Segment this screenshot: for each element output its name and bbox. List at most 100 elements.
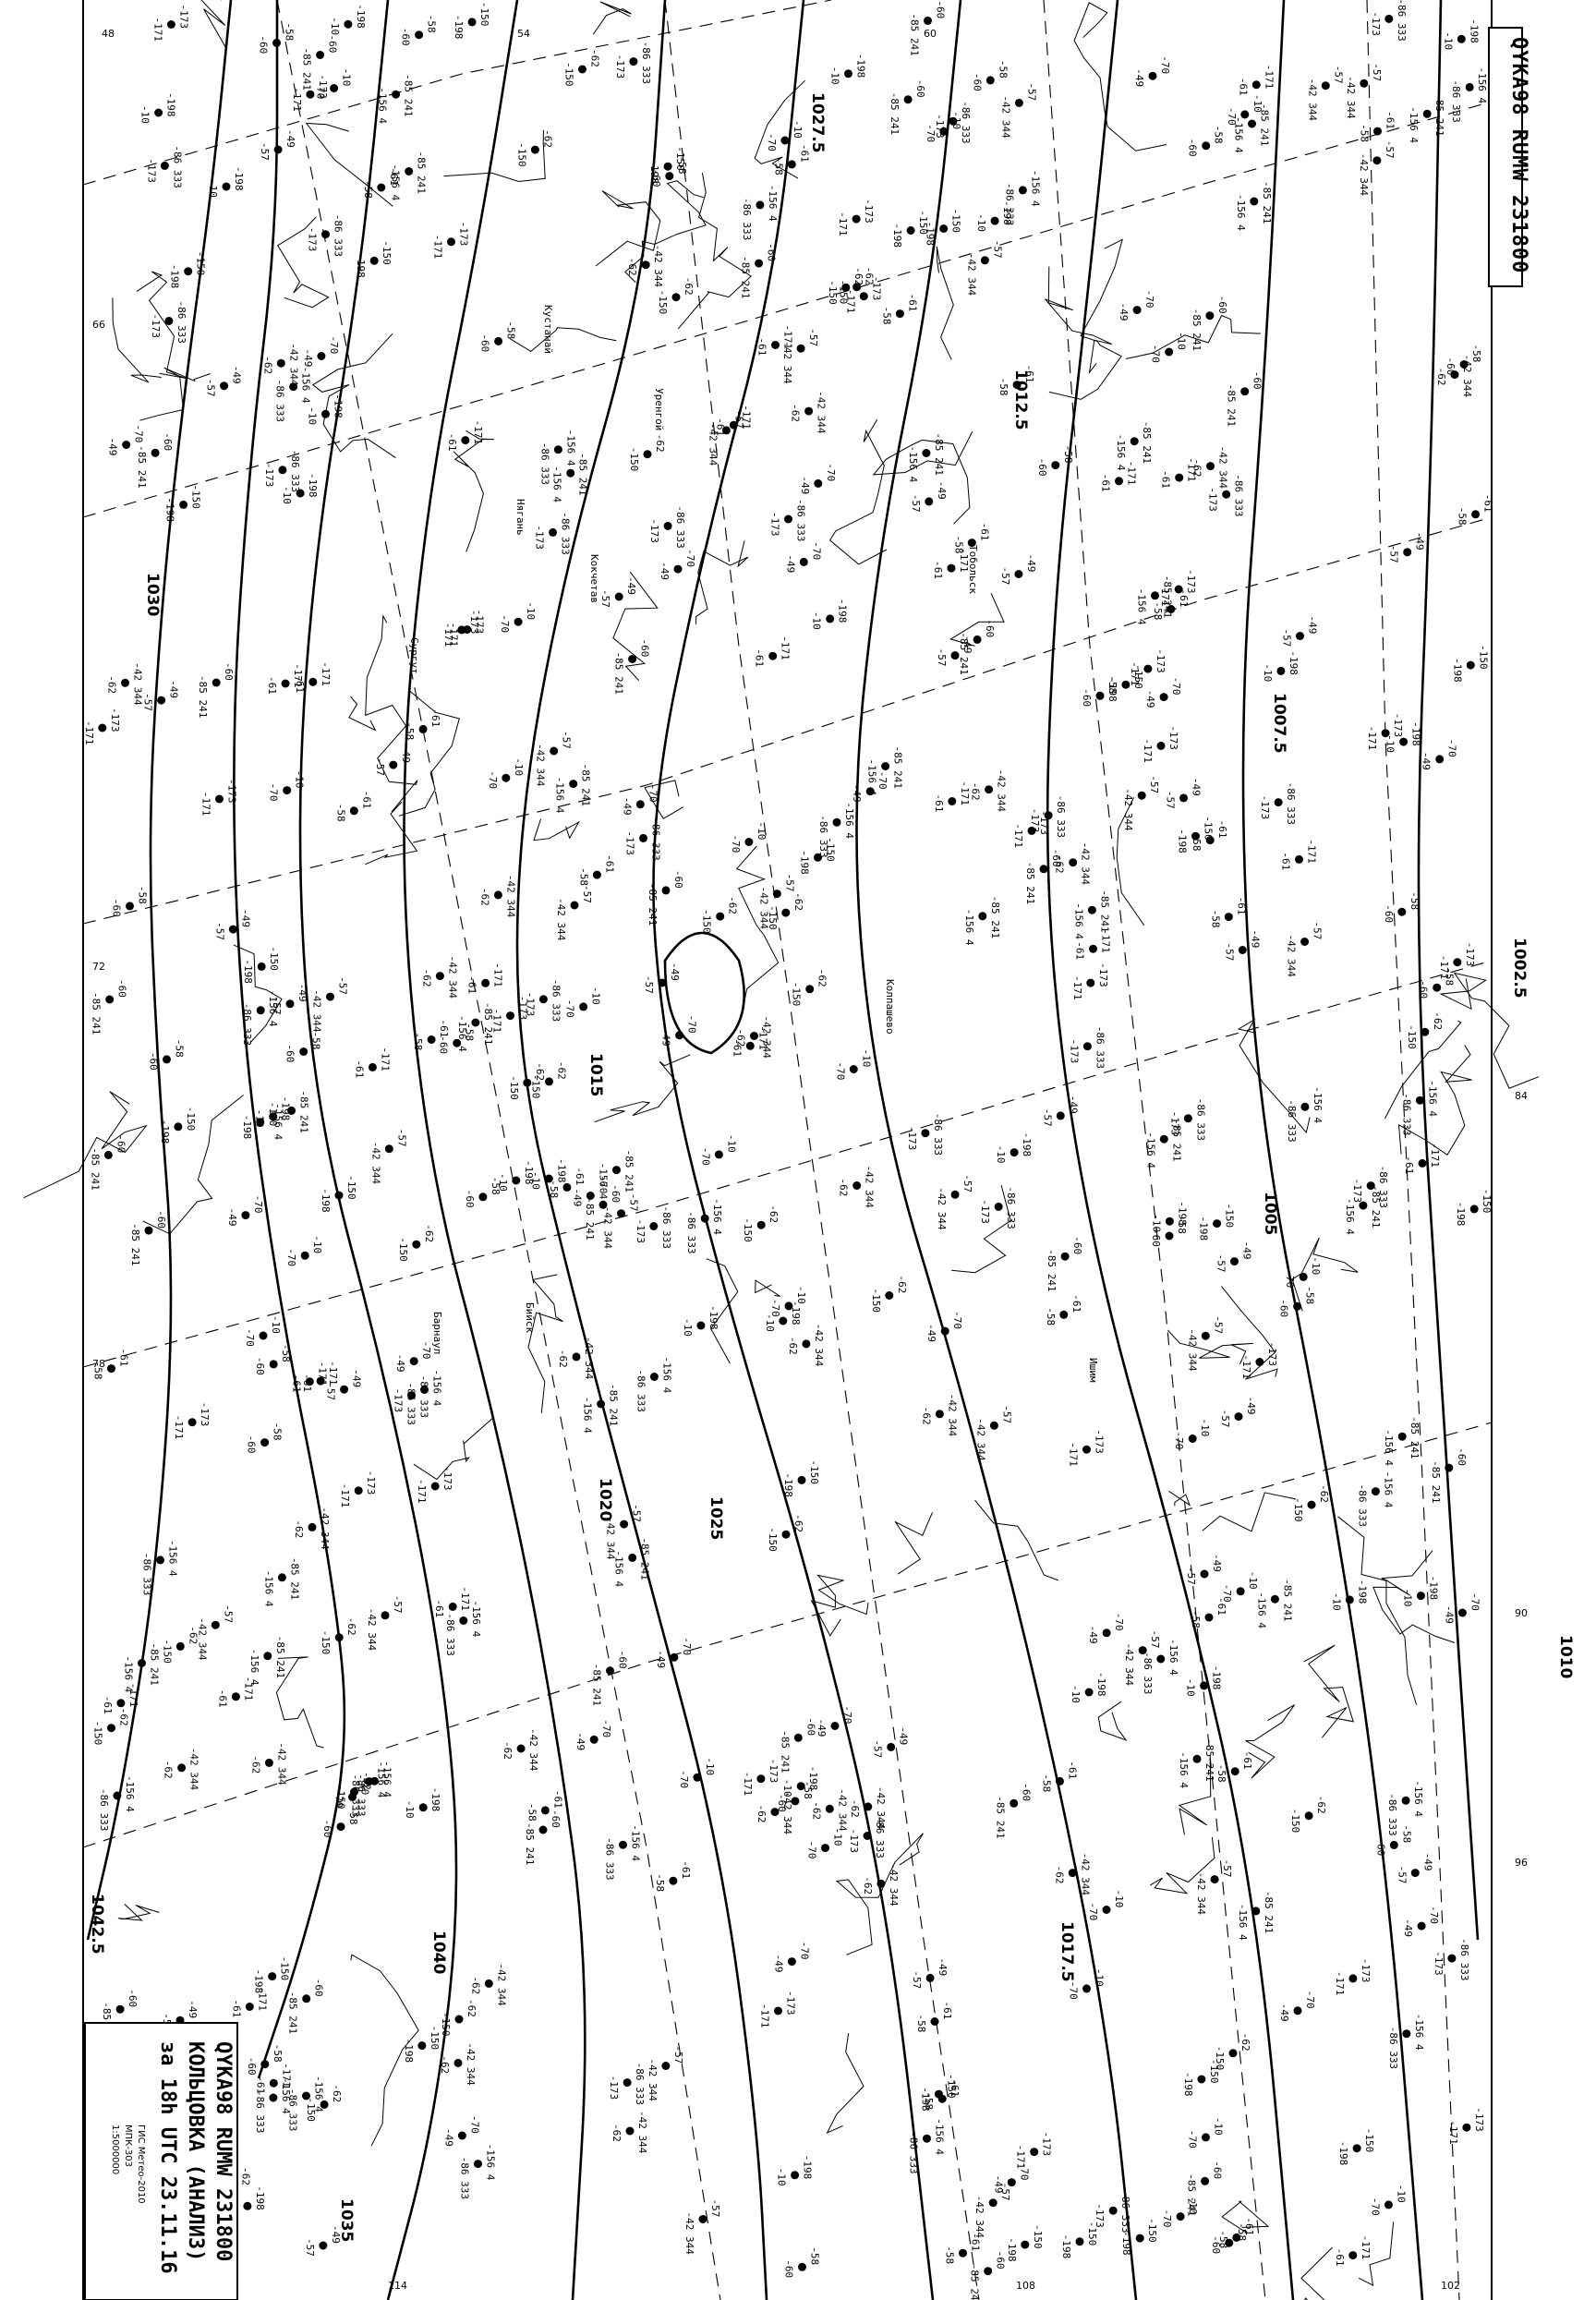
station-dot [273, 145, 283, 154]
grid-label: 60 [924, 28, 937, 40]
station-dot [1156, 1654, 1166, 1664]
station-value: -171 [151, 18, 163, 42]
station-dot [1422, 109, 1432, 118]
station-plot: -49-57 [325, 1369, 363, 1400]
isobar-line [403, 0, 586, 2300]
station-dot [586, 1192, 595, 1200]
station-value: -62 [816, 969, 828, 987]
station-value: -49 [1067, 1096, 1079, 1114]
station-dot [1348, 1974, 1358, 1983]
isobar-line [1417, 0, 1480, 1941]
station-value: -42 344 [495, 1963, 507, 2006]
station-dot [1299, 1272, 1308, 1281]
station-dot [980, 256, 989, 265]
station-value: -156 4 [1312, 1086, 1324, 1123]
station-plot: -61-58 [526, 1790, 563, 1822]
station-plot: -70-49 [1421, 739, 1458, 770]
station-plot: -150-198 [169, 251, 207, 289]
station-value: -171 [1366, 726, 1378, 751]
station-value: -58 [802, 1781, 814, 1799]
station-dot [420, 1386, 429, 1394]
station-value: -61 [1384, 111, 1396, 129]
station-plot: -86 333-173 [848, 1816, 886, 1858]
station-value: -86 333 [1286, 1099, 1298, 1142]
station-plot: -86 333-173 [1168, 1098, 1206, 1141]
station-value: -150 [397, 1237, 409, 1262]
station-value: -173 [393, 1388, 405, 1413]
station-value: -10 [311, 1235, 323, 1253]
station-dot [814, 478, 823, 488]
station-plot: -10-70 [678, 1757, 716, 1788]
station-value: -171 [759, 2003, 771, 2028]
station-dot [1348, 2251, 1358, 2260]
station-dot [1102, 1628, 1111, 1638]
station-plot: -198-10 [776, 2155, 814, 2186]
station-plot: -85 241-156 4 [1344, 1185, 1382, 1235]
station-value: -42 344 [836, 1788, 848, 1832]
station-value: -57 [1212, 1315, 1224, 1334]
station-value: -150 [1086, 2221, 1098, 2246]
coast-line [594, 1054, 691, 1123]
station-plot: -86 333-173 [1029, 795, 1067, 838]
station-dot [877, 1879, 886, 1888]
station-dot [553, 445, 562, 454]
station-plot: -62-150 [1289, 1796, 1327, 1834]
station-value: -58 [676, 156, 688, 175]
station-plot: -86 333-173 [150, 301, 187, 344]
station-value: -60 [148, 1052, 160, 1071]
station-dot [1210, 1875, 1219, 1884]
station-value: -85 241 [779, 1730, 791, 1773]
station-dot [1366, 1181, 1375, 1191]
station-dot [852, 214, 861, 224]
station-value: -150 [515, 142, 527, 167]
station-value: -61 [1403, 1156, 1415, 1174]
station-dot [1197, 2075, 1206, 2084]
place-name: Кустанай [542, 305, 554, 354]
station-value: -70 [268, 783, 280, 802]
station-value: -150 [1214, 2046, 1226, 2071]
station-plot: -86 333-173 [769, 499, 807, 541]
station-value: -60 [783, 2259, 795, 2278]
station-value: -10 [294, 770, 306, 789]
station-value: -156 4 [1382, 1471, 1394, 1508]
station-plot: -173-171 [83, 708, 121, 745]
station-plot: -173-171 [491, 996, 529, 1034]
grid-line [1043, 0, 1266, 2300]
station-value: -198 [280, 1096, 292, 1121]
station-value: -150 [701, 909, 713, 934]
station-value: -86 333 [674, 505, 686, 548]
station-dot [516, 1744, 526, 1753]
station-dot [1295, 854, 1303, 864]
station-plot: -173-171 [1129, 648, 1167, 686]
station-value: -62 [611, 2124, 623, 2142]
station-plots: -85 241-156 4-173-171-42 344-62-70-49-86… [83, 0, 1494, 2300]
station-dot [415, 30, 424, 40]
station-plot: -86 333-173 [906, 1113, 944, 1156]
station-value: -70 [798, 1942, 810, 1960]
station-plot: -61-58 [1457, 494, 1494, 526]
station-dot [562, 1182, 572, 1192]
station-value: -85 241 [909, 13, 921, 55]
station-plot: -42 344-62 [787, 1324, 825, 1367]
station-plot: -86 333-173 [1259, 782, 1297, 825]
station-value: -60 [971, 73, 983, 91]
station-value: -10 [704, 1757, 716, 1775]
station-dot [116, 1699, 126, 1708]
station-value: -57 [1388, 545, 1400, 563]
station-value: -61 [290, 1374, 302, 1393]
station-dot [781, 1530, 791, 1539]
station-plot: -85 241-156 4 [1072, 890, 1110, 939]
station-value: -171 [1012, 823, 1024, 848]
station-value: -10 [776, 2168, 788, 2186]
station-value: -150 [320, 1630, 332, 1655]
station-value: -173 [614, 54, 626, 79]
station-dot [1175, 473, 1184, 482]
station-plot: -62-150 [92, 1708, 130, 1746]
station-dot [1250, 197, 1259, 206]
station-value: -49 [961, 636, 973, 654]
station-dot [791, 1797, 800, 1806]
station-dot [768, 651, 778, 660]
station-value: -10 [860, 1049, 872, 1068]
station-value: -62 [261, 356, 273, 374]
station-dot [1068, 1869, 1077, 1878]
